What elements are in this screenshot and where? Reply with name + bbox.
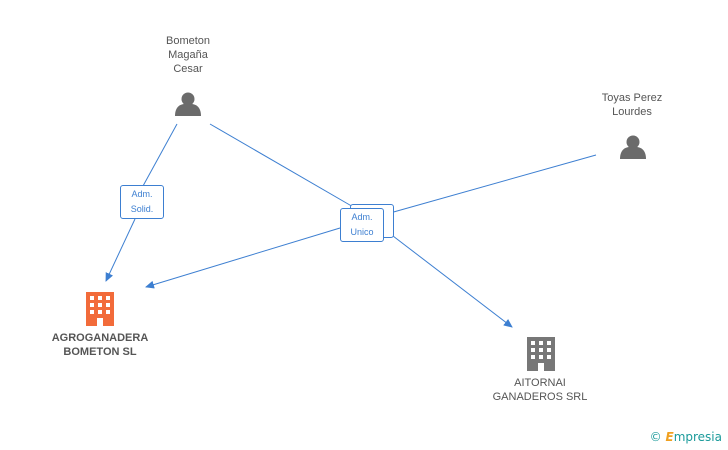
copyright-symbol: © [649, 430, 662, 444]
person-label-bometon[interactable]: Bometon Magaña Cesar [165, 35, 211, 75]
edge-adm-unico-to-aitornai [392, 235, 513, 328]
edge-adm-unico-to-agroganadera [145, 227, 341, 289]
edge-bometon-to-adm-unico [209, 123, 356, 209]
edge-bometon-to-adm-solid [142, 123, 178, 187]
relation-badge-adm-unico[interactable]: Adm. Unico [340, 208, 384, 242]
brand-name: mpresia [673, 430, 722, 444]
brand-logo-initial: E [665, 430, 674, 444]
brand-watermark: © Empresia [650, 430, 722, 444]
person-icon[interactable] [175, 92, 201, 117]
edge-adm-solid-to-agroganadera [105, 218, 136, 282]
building-icon[interactable] [527, 337, 555, 371]
company-label-aitornai[interactable]: AITORNAI GANADEROS SRL [492, 377, 588, 403]
relation-badge-adm-solid[interactable]: Adm. Solid. [120, 185, 164, 219]
edge-toyas-to-adm-unico [389, 154, 597, 214]
person-icon[interactable] [620, 135, 646, 160]
person-label-toyas[interactable]: Toyas Perez Lourdes [601, 92, 663, 118]
building-icon[interactable] [86, 292, 114, 326]
company-label-agroganadera[interactable]: AGROGANADERA BOMETON SL [51, 332, 149, 358]
